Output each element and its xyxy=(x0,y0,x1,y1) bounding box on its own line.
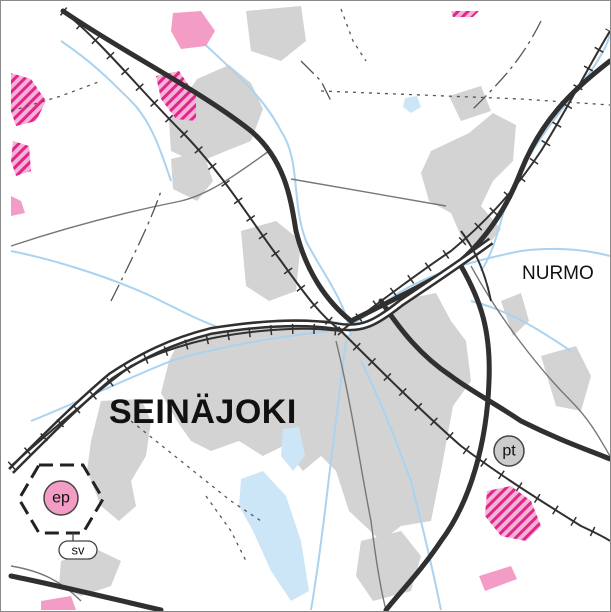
railway-east xyxy=(340,30,610,332)
reserve-areas xyxy=(11,11,541,610)
district-label-nurmo: NURMO xyxy=(522,263,594,284)
sv-badge xyxy=(58,540,98,560)
railways xyxy=(7,7,610,546)
boundary-south xyxy=(130,420,262,522)
highway-north-west xyxy=(60,8,354,324)
reserve-area-hatched-top-right xyxy=(451,11,479,17)
urban-areas xyxy=(59,6,591,601)
city-label-seinajoki: SEINÄJOKI xyxy=(109,393,297,431)
reserve-area-south-east xyxy=(479,566,517,591)
urban-area-seinajoki-center xyxy=(161,293,471,541)
road-north-link xyxy=(290,178,447,207)
pond-north xyxy=(403,96,421,113)
river-west xyxy=(10,250,232,332)
river-south-east xyxy=(360,360,442,611)
river-north xyxy=(190,30,352,337)
urban-area-west-2 xyxy=(59,549,121,596)
boundary-west xyxy=(110,190,162,302)
arterial-road-inner xyxy=(9,239,492,473)
river-northwest xyxy=(60,40,172,182)
reserve-area-hatched-south-east xyxy=(485,486,541,541)
urban-area-south xyxy=(356,531,421,601)
ep-dashed-boundary xyxy=(17,463,105,535)
river-south xyxy=(310,340,347,611)
ep-circle xyxy=(43,480,79,516)
reserve-area-hatched-3 xyxy=(11,141,31,176)
arterial-double-road xyxy=(8,237,494,474)
railway-south-west xyxy=(10,327,342,467)
reserve-area-hatched-1 xyxy=(156,71,196,121)
urban-area-nurmo-2 xyxy=(449,86,491,121)
pt-label: pt xyxy=(502,443,516,460)
river-east-2 xyxy=(470,300,572,352)
water-bodies xyxy=(239,96,421,601)
reserve-area-bottom-left xyxy=(41,596,76,610)
road-south-west xyxy=(10,565,82,602)
sv-label: sv xyxy=(72,543,86,558)
lake-central xyxy=(281,427,305,471)
boundary-north-mid xyxy=(300,60,332,102)
road-east xyxy=(470,265,610,457)
reserve-area-left xyxy=(11,196,25,216)
pt-symbol[interactable]: pt xyxy=(493,435,525,467)
railway-south-east-ticks xyxy=(337,327,610,546)
minor-roads xyxy=(10,150,610,611)
railway-east-branch xyxy=(460,230,492,302)
boundary-north-2 xyxy=(340,8,367,62)
highway-south-west xyxy=(8,573,164,611)
boundary-north-east xyxy=(470,20,542,112)
urban-area-north-2 xyxy=(171,151,213,201)
ep-label: ep xyxy=(52,490,70,507)
boundary-north xyxy=(320,90,610,106)
highway-east-2 xyxy=(378,298,610,462)
urban-area-east-1 xyxy=(541,346,591,411)
urban-area-kyla-1 xyxy=(246,6,306,61)
lake-south xyxy=(239,471,309,601)
highways xyxy=(8,8,610,611)
boundary-left xyxy=(10,80,102,112)
highway-east xyxy=(348,58,610,324)
reserve-area-hatched-2 xyxy=(11,73,46,126)
reserve-area-top-left xyxy=(171,11,215,49)
urban-area-nurmo xyxy=(421,113,516,251)
highway-south xyxy=(383,263,492,611)
urban-area-east-2 xyxy=(501,293,529,336)
urban-area-kyla-2 xyxy=(241,221,301,301)
river-east xyxy=(480,30,610,272)
urban-area-west xyxy=(87,399,151,521)
ep-symbol-group[interactable]: ep sv xyxy=(17,463,105,560)
road-south xyxy=(335,340,387,611)
road-west xyxy=(10,150,270,247)
railway-north-west xyxy=(62,10,342,332)
boundaries xyxy=(10,8,610,562)
boundary-south-2 xyxy=(205,495,247,562)
